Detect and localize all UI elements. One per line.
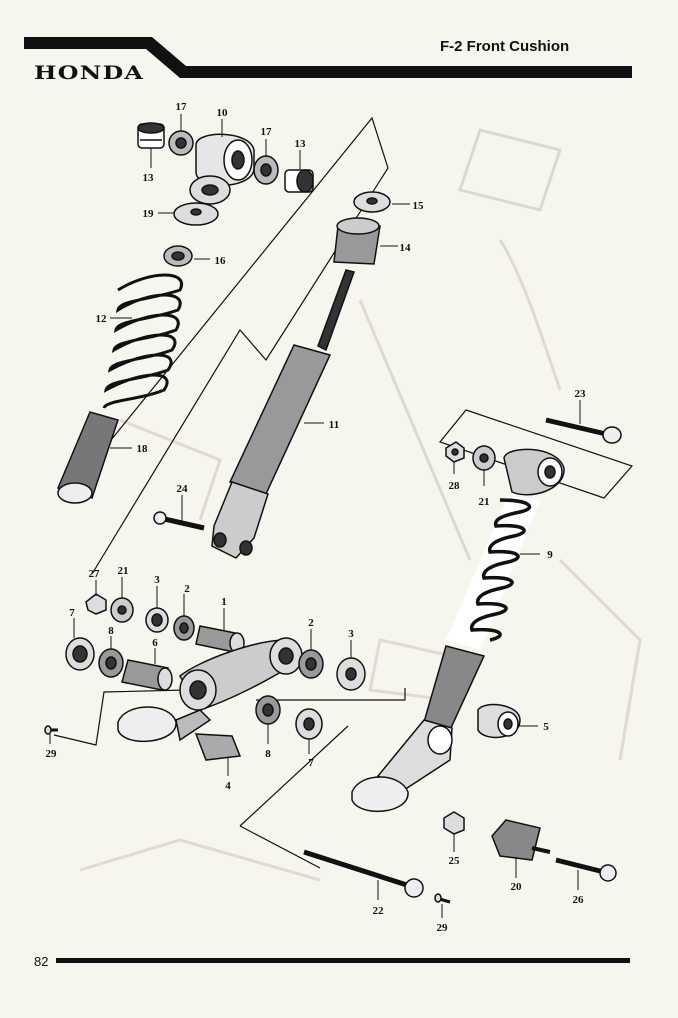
part-label: 12 (96, 313, 108, 325)
part-8-seal-left (98, 648, 124, 678)
part-label: 4 (225, 780, 231, 792)
part-15-stopper (353, 191, 391, 213)
part-27-nut (85, 593, 107, 615)
part-19-washer (173, 202, 219, 226)
part-label: 5 (543, 721, 549, 733)
part-label: 19 (143, 208, 155, 220)
part-13-bushing-right (284, 169, 314, 193)
part-label: 7 (69, 607, 75, 619)
part-26-bolt (555, 857, 617, 882)
part-13-bushing-left (137, 122, 165, 149)
part-label: 25 (449, 855, 461, 867)
part-25-nut (443, 811, 465, 835)
part-24-bolt (153, 511, 205, 531)
part-label: 28 (449, 480, 461, 492)
part-label: 11 (329, 419, 339, 431)
part-label: 7 (308, 757, 314, 769)
part-label: 29 (437, 922, 449, 934)
part-label: 6 (152, 637, 158, 649)
part-3-washer-upper (145, 607, 169, 633)
part-4-stopper (194, 733, 242, 761)
part-6-collar (121, 659, 173, 691)
part-label: 17 (176, 101, 188, 113)
part-7-washer-lower (295, 708, 323, 740)
page-number: 82 (34, 954, 49, 969)
part-8-seal-lower (255, 695, 281, 725)
part-17-rubber-right (253, 155, 279, 185)
footer-rule (56, 958, 630, 963)
part-label: 16 (215, 255, 227, 267)
section-title: F-2 Front Cushion (440, 38, 570, 55)
part-14-cover (333, 217, 381, 265)
part-label: 10 (217, 107, 229, 119)
part-10-upper-eye (189, 133, 255, 205)
part-label: 26 (573, 894, 585, 906)
part-number-labels: 17 10 17 13 13 19 15 14 16 12 11 18 23 2… (46, 101, 587, 934)
part-label: 2 (184, 583, 190, 595)
part-label: 8 (265, 748, 271, 760)
part-11-damper (211, 269, 355, 559)
part-3-washer-right (336, 657, 366, 691)
part-12-spring (102, 273, 184, 409)
part-label: 1 (221, 596, 227, 608)
part-label: 29 (46, 748, 58, 760)
part-16-spring-seat (163, 245, 193, 267)
part-label: 21 (479, 496, 490, 508)
part-17-rubber-left (168, 130, 194, 156)
part-label: 17 (261, 126, 273, 138)
part-20-stopper-block (491, 819, 551, 861)
part-18-boot (56, 411, 119, 504)
part-21-washer-right (472, 445, 496, 471)
part-21-washer-left (110, 597, 134, 623)
part-label: 24 (177, 483, 189, 495)
leader-lines (49, 114, 581, 918)
header-bar (24, 37, 632, 78)
part-label: 2 (308, 617, 314, 629)
part-label: 3 (154, 574, 160, 586)
part-label: 23 (575, 388, 587, 400)
ghost-background (79, 128, 642, 882)
part-label: 27 (89, 568, 101, 580)
part-22-axle-bolt (303, 849, 424, 898)
part-7-washer-left (65, 637, 95, 671)
part-label: 8 (108, 625, 114, 637)
part-label: 3 (348, 628, 354, 640)
part-9-shock-assembly (351, 448, 565, 813)
part-label: 13 (143, 172, 155, 184)
part-label: 18 (137, 443, 149, 455)
part-label: 13 (295, 138, 307, 150)
part-label: 21 (118, 565, 129, 577)
part-29-grease-nipple-right (434, 893, 451, 904)
part-bottom-link (117, 637, 303, 743)
part-label: 9 (547, 549, 553, 561)
part-29-grease-nipple-left (44, 725, 58, 735)
grouping-lines (53, 116, 634, 869)
part-28-nut (445, 441, 465, 463)
part-label: 20 (511, 881, 523, 893)
part-5-eye (477, 703, 521, 739)
part-23-bolt (545, 417, 622, 444)
part-label: 22 (373, 905, 385, 917)
part-label: 15 (413, 200, 425, 212)
part-label: 14 (400, 242, 412, 254)
part-2-seal-right (298, 649, 324, 679)
part-2-seal-upper (173, 615, 195, 641)
honda-logo: HONDA (34, 62, 145, 84)
